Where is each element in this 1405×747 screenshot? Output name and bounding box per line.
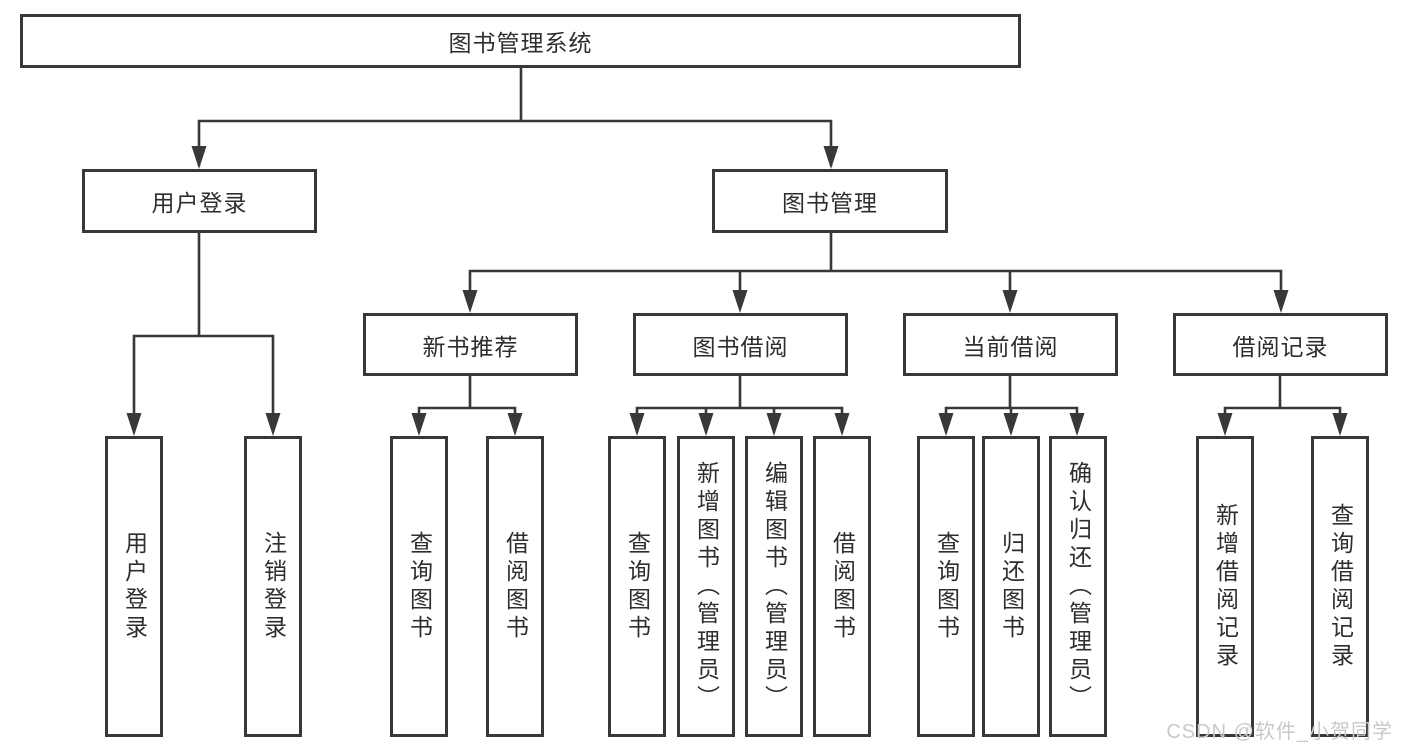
node-new-book-recommend: 新书推荐 [363,313,578,376]
leaf-label: 查询借阅记录 [1327,502,1354,671]
leaf-query-books-recommend: 查询图书 [390,436,448,737]
node-library-management-system: 图书管理系统 [20,14,1021,68]
arrow-down-icon [191,146,207,169]
node-user-login: 用户登录 [82,169,317,233]
arrow-down-icon [462,290,478,313]
node-label: 图书借阅 [692,333,789,360]
arrow-down-icon [834,413,850,436]
leaf-label: 查询图书 [406,530,433,643]
arrow-down-icon [265,413,281,436]
csdn-watermark: CSDN @软件_小贺同学 [1166,715,1393,744]
node-label: 借阅记录 [1232,333,1329,360]
leaf-label: 查询图书 [624,530,651,643]
arrow-down-icon [938,413,954,436]
leaf-label: 注销登录 [260,530,287,643]
leaf-borrow-books-borrowing: 借阅图书 [813,436,871,737]
arrow-down-icon [1217,413,1233,436]
arrow-down-icon [411,413,427,436]
leaf-confirm-return-admin: 确认归还（管理员） [1049,436,1107,737]
node-book-management: 图书管理 [712,169,948,233]
leaf-label: 新增借阅记录 [1212,502,1239,671]
arrow-down-icon [1002,290,1018,313]
node-label: 图书管理系统 [448,30,593,56]
arrow-down-icon [698,413,714,436]
leaf-query-books-current: 查询图书 [917,436,975,737]
leaf-edit-book-admin: 编辑图书（管理员） [745,436,803,737]
leaf-add-borrow-record: 新增借阅记录 [1196,436,1254,737]
arrow-down-icon [766,413,782,436]
arrow-down-icon [1003,413,1019,436]
arrow-down-icon [507,413,523,436]
node-label: 新书推荐 [422,333,519,360]
arrow-down-icon [1069,413,1085,436]
arrow-down-icon [1273,290,1289,313]
node-label: 用户登录 [151,190,248,216]
leaf-query-books-borrowing: 查询图书 [608,436,666,737]
arrow-down-icon [732,290,748,313]
node-book-borrowing: 图书借阅 [633,313,848,376]
arrow-down-icon [1332,413,1348,436]
node-label: 图书管理 [782,190,878,216]
leaf-add-book-admin: 新增图书（管理员） [677,436,735,737]
node-borrowing-records: 借阅记录 [1173,313,1388,376]
arrow-down-icon [823,146,839,169]
arrow-down-icon [126,413,142,436]
leaf-label: 借阅图书 [829,530,856,643]
leaf-label: 查询图书 [933,530,960,643]
leaf-query-borrow-record: 查询借阅记录 [1311,436,1369,737]
leaf-label: 用户登录 [121,530,148,643]
watermark-text: CSDN @软件_小贺同学 [1166,721,1393,743]
arrow-down-icon [629,413,645,436]
leaf-label: 借阅图书 [502,530,529,643]
leaf-logout: 注销登录 [244,436,302,737]
leaf-label: 新增图书（管理员） [693,460,720,713]
leaf-return-book: 归还图书 [982,436,1040,737]
leaf-label: 归还图书 [998,530,1025,643]
node-current-borrowing: 当前借阅 [903,313,1118,376]
leaf-user-login: 用户登录 [105,436,163,737]
leaf-label: 确认归还（管理员） [1065,460,1092,713]
leaf-label: 编辑图书（管理员） [761,460,788,713]
node-label: 当前借阅 [962,333,1059,360]
leaf-borrow-books-recommend: 借阅图书 [486,436,544,737]
